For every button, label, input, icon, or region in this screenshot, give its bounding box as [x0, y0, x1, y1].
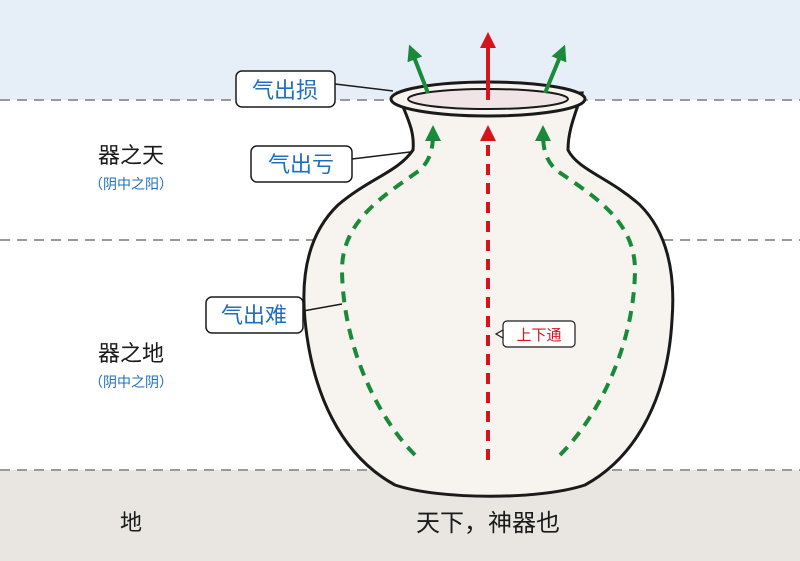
- callout-text-rim: 气出损: [252, 79, 318, 104]
- zone-upper-sub: （阴中之阳）: [89, 177, 173, 193]
- bottom-caption: 天下，神器也: [416, 509, 560, 537]
- callout-leader-body: [302, 303, 343, 312]
- zone-ground-name: 地: [120, 511, 142, 536]
- sky-band: [0, 0, 800, 100]
- vase-body: [302, 91, 675, 498]
- callout-text-body: 气出难: [221, 304, 287, 329]
- callout-box-body: [205, 296, 304, 334]
- center-label-text: 上下通: [516, 326, 561, 344]
- callout-text-neck: 气出亏: [268, 153, 334, 178]
- zone-lower-sub: （阴中之阴）: [89, 375, 173, 391]
- callout-box-neck: [250, 145, 353, 183]
- green-flow-left: [339, 125, 441, 457]
- green-flow-right: [535, 125, 638, 457]
- callout-box-rim: [235, 70, 336, 108]
- callout-leader-rim: [334, 83, 394, 92]
- zone-lower-name: 器之地: [98, 342, 164, 367]
- green-arrow-out-left: [407, 44, 430, 94]
- zone-upper-name: 器之天: [98, 144, 164, 169]
- green-arrow-out-right: [543, 44, 567, 94]
- callout-leader-neck: [351, 151, 411, 160]
- center-label-pointer: [494, 328, 504, 340]
